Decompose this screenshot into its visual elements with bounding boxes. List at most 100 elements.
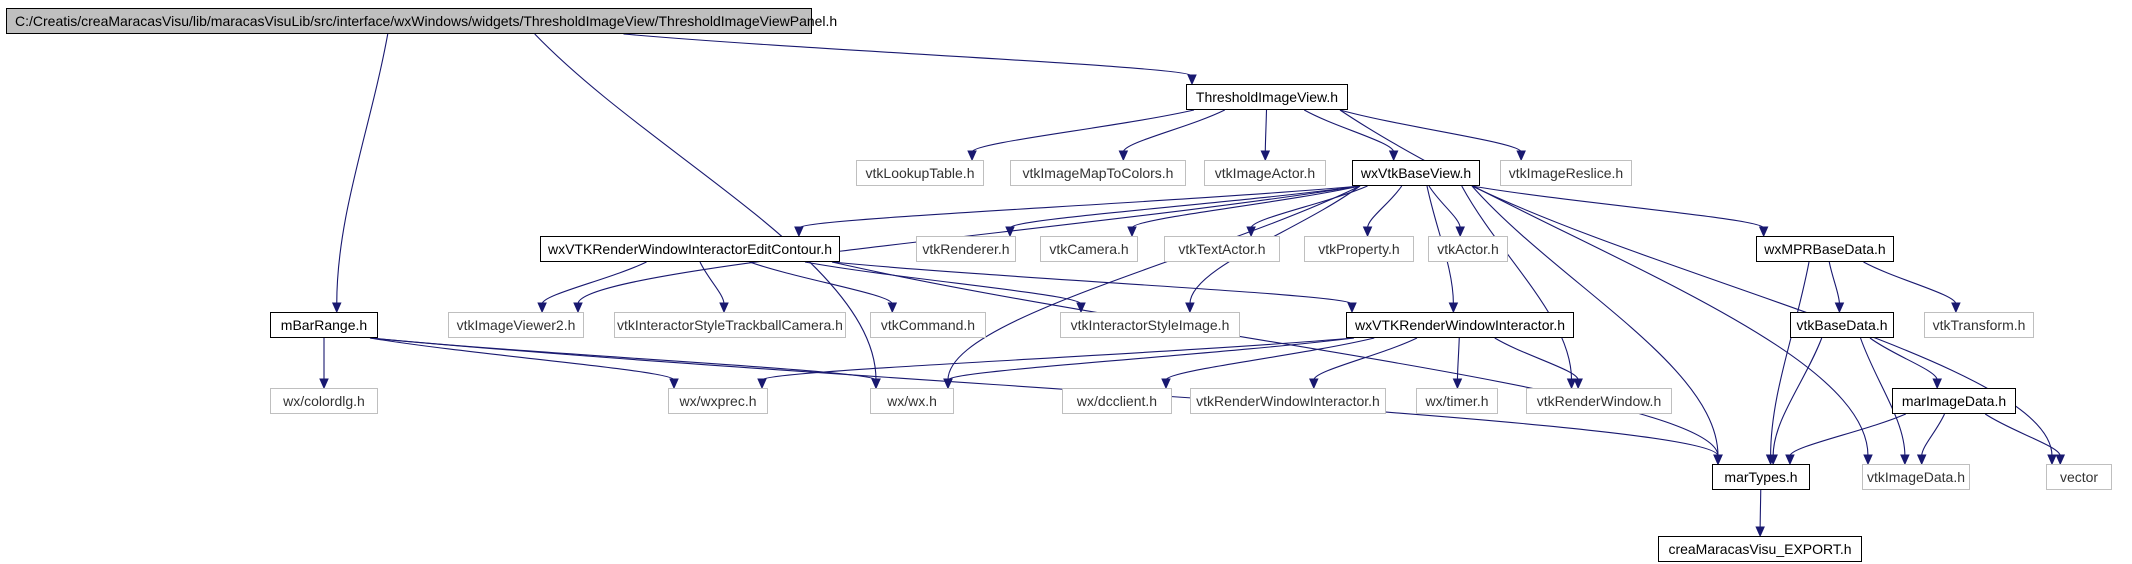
edge-tiv-to-vtkia xyxy=(1264,109,1268,153)
arrowhead-wxvbv-to-vtkcam xyxy=(1127,226,1137,238)
file-node-vtktransform-h: vtkTransform.h xyxy=(1924,312,2034,338)
edge-wxvtkec-to-vtkisi xyxy=(804,261,1082,305)
edge-wxvbv-to-vtkiv2 xyxy=(577,185,1361,305)
arrowhead-wxvbv-to-vtkrw xyxy=(1566,378,1577,390)
arrowhead-wxvbv-to-vtkact xyxy=(1455,226,1465,238)
file-node-vtkrenderwindow-h: vtkRenderWindow.h xyxy=(1526,388,1672,414)
edge-wxvtkrwi-to-vtkrw xyxy=(1494,337,1579,381)
edge-wxvbv-to-vtkrw xyxy=(1461,185,1573,381)
file-node-vtkcamera-h: vtkCamera.h xyxy=(1040,236,1138,262)
arrowhead-tiv-to-vtklut xyxy=(967,150,977,162)
edge-vtkbase-to-martypes xyxy=(1772,337,1823,457)
arrowhead-tiv-to-vtkimtc xyxy=(1118,150,1129,162)
file-node-colordlg-h: wx/colordlg.h xyxy=(270,388,378,414)
edge-martypes-to-export xyxy=(1759,489,1762,529)
edge-wxmpr-to-vtkbase xyxy=(1828,261,1840,305)
file-node-thresholdimageview-h[interactable]: ThresholdImageView.h xyxy=(1186,84,1348,110)
file-node-vector: vector xyxy=(2046,464,2112,490)
arrowhead-wxmpr-to-vtkbase xyxy=(1834,302,1845,314)
file-node-vtkimagedata-h: vtkImageData.h xyxy=(1862,464,1970,490)
arrowhead-wxvtkec-to-vtkistc xyxy=(719,302,729,314)
edge-root-to-mbar xyxy=(336,33,389,305)
edge-wxvbv-to-wxvtkec xyxy=(798,185,1361,229)
file-node-martypes-h[interactable]: marTypes.h xyxy=(1712,464,1810,490)
file-node-vtkimageviewer2-h: vtkImageViewer2.h xyxy=(448,312,584,338)
arrowhead-wxvtkrwi-to-wxwx xyxy=(943,378,953,390)
edge-wxvtkrwi-to-wxwx xyxy=(947,337,1355,381)
file-node-wxvtkrenderwindowinteractor-h[interactable]: wxVTKRenderWindowInteractor.h xyxy=(1346,312,1574,338)
file-node-vtktextactor-h: vtkTextActor.h xyxy=(1164,236,1280,262)
file-node-wxvtkrenderwindowinteractoreditcontour-h[interactable]: wxVTKRenderWindowInteractorEditContour.h xyxy=(540,236,840,262)
file-node-creamaracasvisu-export-h[interactable]: creaMaracasVisu_EXPORT.h xyxy=(1658,536,1862,562)
arrowhead-vtkbase-to-martypes xyxy=(1768,454,1778,466)
arrowhead-wxvbv-to-vtkisi xyxy=(1185,302,1195,314)
arrowhead-tiv-to-vtkia xyxy=(1260,150,1271,162)
arrowhead-wxvtkrwi-to-wxprec xyxy=(757,378,767,390)
edge-tiv-to-vtkirs xyxy=(1339,109,1522,153)
arrowhead-wxvtkec-to-wxvtkrwi xyxy=(1347,302,1357,314)
file-node-vtkinteractorstyleimage-h: vtkInteractorStyleImage.h xyxy=(1060,312,1240,338)
arrowhead-wxvbv-to-wxvtkrwi xyxy=(1448,302,1459,314)
edge-tiv-to-vtkimtc xyxy=(1122,109,1225,153)
arrowhead-mbar-to-colordlg xyxy=(319,378,329,390)
file-node-wx-h: wx/wx.h xyxy=(870,388,954,414)
edge-marimg-to-vtkimgdata xyxy=(1921,413,1946,457)
arrowhead-tiv-to-vtkirs xyxy=(1516,150,1526,162)
arrowhead-wxvtkrwi-to-wxtimer xyxy=(1452,378,1463,390)
arrowhead-marimg-to-vtkimgdata xyxy=(1916,454,1927,466)
arrowhead-wxvtkec-to-vtkisi xyxy=(1076,302,1086,314)
file-node-marimagedata-h[interactable]: marImageData.h xyxy=(1892,388,2016,414)
arrowhead-wxvbv-to-vtkprop xyxy=(1362,226,1373,238)
arrowhead-vtkbase-to-marimg xyxy=(1932,378,1942,390)
edge-wxvbv-to-vtkren xyxy=(1009,185,1361,229)
edge-wxvtkrwi-to-vtkrwi xyxy=(1313,337,1418,381)
edge-wxvtkec-to-vtkcmd xyxy=(749,261,893,305)
edge-wxvtkec-to-martypes xyxy=(831,261,1719,457)
edge-wxvtkec-to-wxvtkrwi xyxy=(831,261,1353,305)
file-node-wxvtkbaseview-h[interactable]: wxVtkBaseView.h xyxy=(1352,160,1480,186)
file-node-mbarrange-h[interactable]: mBarRange.h xyxy=(270,312,378,338)
arrowhead-marimg-to-vector xyxy=(2055,454,2066,466)
arrowhead-root-to-mbar xyxy=(331,302,342,314)
edge-wxvtkec-to-vtkiv2 xyxy=(541,261,647,305)
edge-tiv-to-wxvbv xyxy=(1303,109,1395,153)
edge-tiv-to-vtklut xyxy=(971,109,1195,153)
file-node-vtkinteractorstyletrackballcamera-h: vtkInteractorStyleTrackballCamera.h xyxy=(614,312,846,338)
edge-vtkbase-to-vtkimgdata xyxy=(1859,337,1906,457)
root-file-node[interactable]: C:/Creatis/creaMaracasVisu/lib/maracasVi… xyxy=(6,8,837,34)
arrowhead-wxvbv-to-vector xyxy=(2047,454,2057,466)
edge-wxvbv-to-vtkact xyxy=(1428,185,1461,229)
file-node-vtkimageactor-h: vtkImageActor.h xyxy=(1204,160,1326,186)
edge-root-to-tiv xyxy=(623,33,1193,77)
arrowhead-wxvbv-to-vtkiv2 xyxy=(573,302,583,314)
arrowhead-mbar-to-wxwx xyxy=(871,378,881,390)
edge-wxmpr-to-martypes xyxy=(1770,261,1810,457)
edge-wxvbv-to-vtkprop xyxy=(1367,185,1403,229)
file-node-vtkbasedata-h[interactable]: vtkBaseData.h xyxy=(1790,312,1894,338)
edge-marimg-to-vector xyxy=(1984,413,2061,457)
arrowhead-wxvbv-to-wxmpr xyxy=(1758,226,1769,238)
file-node-vtkrenderer-h: vtkRenderer.h xyxy=(916,236,1016,262)
arrowhead-tiv-to-wxvbv xyxy=(1388,150,1399,162)
file-node-wxmprbasedata-h[interactable]: wxMPRBaseData.h xyxy=(1756,236,1894,262)
arrowhead-tiv-to-vtkimgdata xyxy=(1863,454,1873,466)
arrowhead-root-to-tiv xyxy=(1187,74,1197,86)
arrowhead-wxvtkrwi-to-vtkrwi xyxy=(1309,378,1319,390)
arrowhead-wxmpr-to-vtktrans xyxy=(1951,302,1961,314)
edge-wxvtkec-to-vtkistc xyxy=(699,261,725,305)
edge-wxvbv-to-martypes xyxy=(1471,185,1719,457)
edge-wxmpr-to-vtktrans xyxy=(1863,261,1957,305)
file-node-timer-h: wx/timer.h xyxy=(1416,388,1498,414)
file-node-vtkproperty-h: vtkProperty.h xyxy=(1304,236,1414,262)
file-node-vtkrenderwindowinteractor-h: vtkRenderWindowInteractor.h xyxy=(1190,388,1386,414)
file-node-vtklookuptable-h: vtkLookupTable.h xyxy=(856,160,984,186)
arrowhead-martypes-to-export xyxy=(1755,526,1765,538)
arrowhead-vtkbase-to-vtkimgdata xyxy=(1900,454,1910,466)
edge-root-to-wxwx xyxy=(534,33,877,381)
arrowhead-wxvtkec-to-vtkiv2 xyxy=(537,302,547,314)
file-node-dcclient-h: wx/dcclient.h xyxy=(1062,388,1172,414)
file-node-wxprec-h: wx/wxprec.h xyxy=(668,388,768,414)
edge-wxvtkrwi-to-wxtimer xyxy=(1456,337,1460,381)
